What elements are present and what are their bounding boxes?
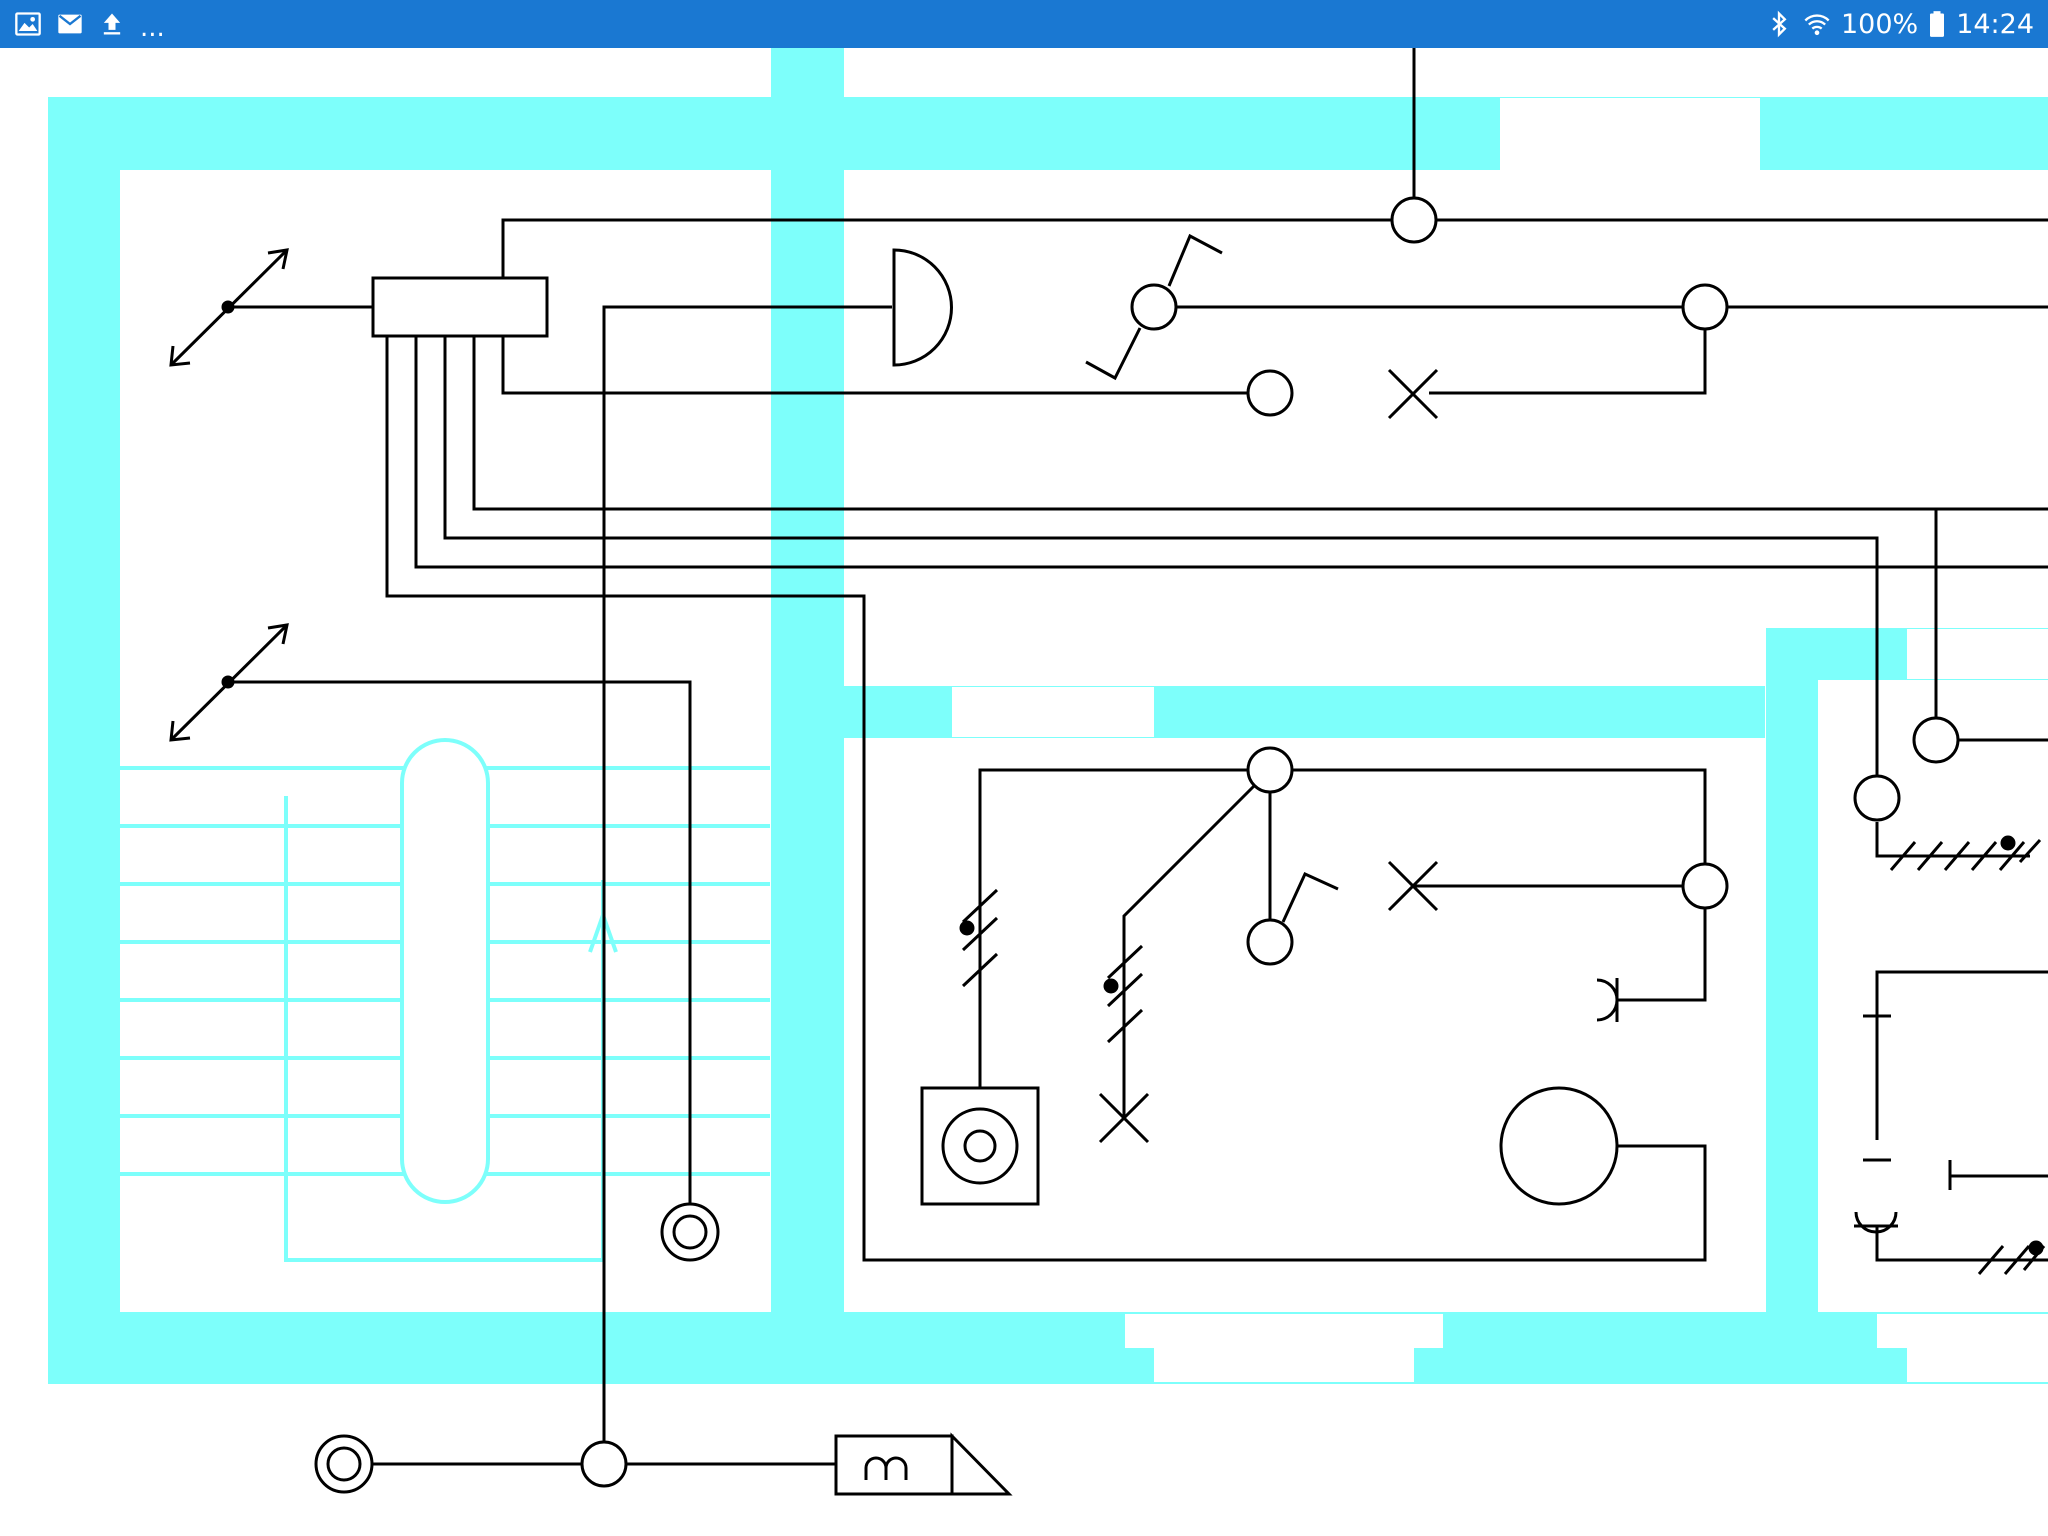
battery-percent: 100% [1840,8,1919,40]
junction-right-2 [1853,774,1901,822]
junction-right-1 [1912,716,1960,764]
junction-right [1681,283,1729,331]
floor-plan-diagram [48,48,2048,1496]
bluetooth-icon [1772,10,1787,38]
staircase [120,738,770,1262]
junction-switch [1130,283,1178,331]
mail-icon [58,14,82,34]
bell-contacts [1596,978,1952,1234]
junction-room-mid [1246,918,1294,966]
wiring [228,48,2048,1466]
battery-icon [1930,11,1945,37]
ceiling-lamp [1499,1086,1619,1206]
wall-openings [952,98,2048,1382]
cable-marks [959,835,2046,1275]
junction-room-right [1681,862,1729,910]
junction-lower [1246,369,1294,417]
transformer [834,1432,1013,1496]
feed-arrows [169,248,289,742]
more-notifications: ... [140,13,165,43]
outlet-panel [920,1086,1040,1206]
status-bar: ... 100% 14:24 [0,0,2048,48]
junction-bottom [580,1440,628,1488]
clock: 14:24 [1956,8,2034,40]
sockets [314,1202,720,1494]
upload-icon [103,13,121,35]
junction-boxes [580,196,1960,1488]
junction-top [1390,196,1438,244]
wifi-icon [1804,14,1830,36]
switches [1085,233,1339,923]
lamp-icon [892,248,953,367]
junction-room-top [1246,746,1294,794]
wire-top [501,218,1392,277]
distribution-board [371,276,549,338]
gallery-icon [15,12,41,36]
light-points [1098,368,1439,1144]
